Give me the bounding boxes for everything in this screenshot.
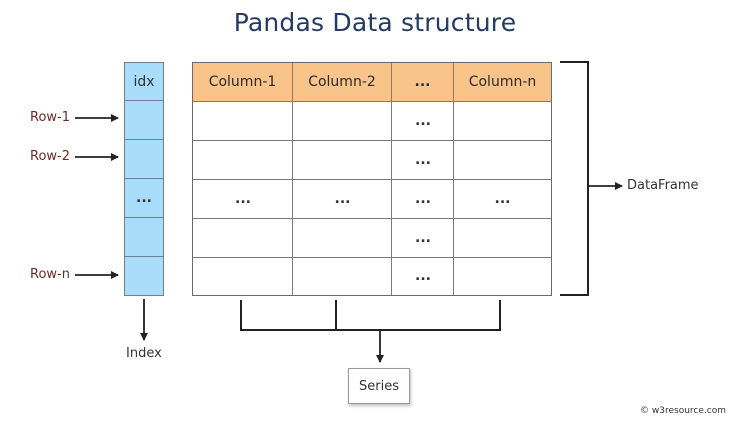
index-header: idx	[125, 63, 163, 101]
table-cell-ellipsis: ...	[235, 190, 251, 207]
index-cell	[125, 140, 163, 179]
index-label: Index	[126, 346, 162, 361]
table-cell-ellipsis: ...	[334, 190, 351, 207]
index-cell-ellipsis: ...	[125, 179, 163, 218]
row-label-1: Row-1	[30, 110, 70, 125]
column-header-2: Column-2	[293, 63, 392, 101]
table-cell-ellipsis: ...	[415, 229, 431, 246]
dataframe-bracket	[560, 61, 589, 296]
diagram-title: Pandas Data structure	[233, 8, 517, 37]
table-cell-ellipsis: ...	[415, 190, 431, 207]
table-grid	[193, 101, 551, 295]
index-cell	[125, 218, 163, 257]
index-column: idx ...	[124, 62, 164, 296]
column-header-1: Column-1	[193, 63, 293, 101]
series-bracket	[240, 300, 501, 331]
column-header-n: Column-n	[454, 63, 551, 101]
series-box: Series	[348, 368, 410, 404]
table-cell-ellipsis: ...	[415, 151, 431, 168]
index-cell	[125, 101, 163, 140]
series-label: Series	[359, 378, 399, 394]
table-cell-ellipsis: ...	[415, 112, 431, 129]
row-label-n: Row-n	[30, 267, 70, 282]
index-cell	[125, 257, 163, 295]
credit-text: © w3resource.com	[640, 406, 726, 416]
row-label-2: Row-2	[30, 149, 70, 164]
column-header-ellipsis: ...	[392, 63, 454, 101]
table-cell-ellipsis: ...	[415, 268, 431, 284]
dataframe-table: Column-1 Column-2 ... Column-n ... ... .…	[192, 62, 552, 296]
table-cell-ellipsis: ...	[494, 190, 511, 207]
dataframe-label: DataFrame	[627, 178, 699, 193]
